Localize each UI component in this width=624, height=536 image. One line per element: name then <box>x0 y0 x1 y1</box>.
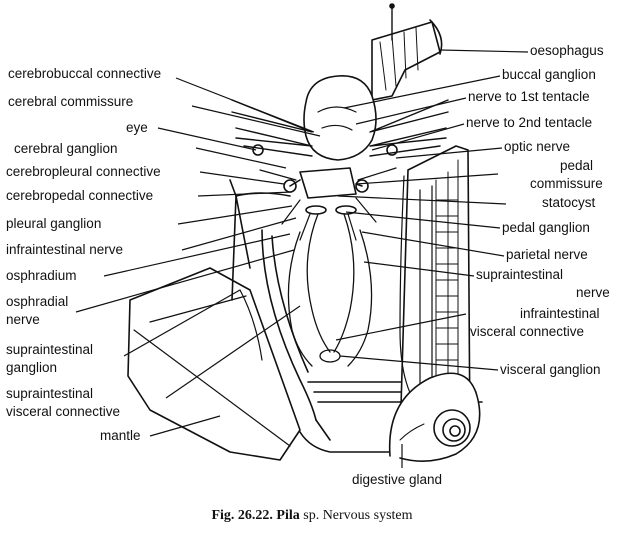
label-infraintestinal-nerve: infraintestinal nerve <box>6 242 123 257</box>
leader-lines <box>75 49 529 468</box>
label-mantle: mantle <box>100 428 141 443</box>
label-cerebropedal-connective: cerebropedal connective <box>6 188 153 203</box>
label-cerebropleural-connective: cerebropleural connective <box>6 164 161 179</box>
mantle-flap-drawing <box>127 267 301 461</box>
foot-outline-drawing <box>229 179 401 453</box>
label-cerebrobuccal-connective: cerebrobuccal connective <box>8 66 161 81</box>
digestive-gland-drawing <box>388 372 481 462</box>
caption-genus: Pila <box>276 508 300 523</box>
label-pleural-ganglion: pleural ganglion <box>6 216 101 231</box>
label-buccal-ganglion: buccal ganglion <box>502 67 596 82</box>
oesophagus-drawing <box>371 3 443 101</box>
label-supraintestinal-ganglion: ganglion <box>6 360 57 375</box>
label-eye: eye <box>126 120 148 135</box>
label-cerebral-commissure: cerebral commissure <box>8 94 133 109</box>
caption-description: sp. Nervous system <box>303 508 413 523</box>
label-pedal-ganglion: pedal ganglion <box>502 220 590 235</box>
visceral-nerves-drawing <box>287 213 373 367</box>
label-supraintestinal-2: supraintestinal <box>6 386 93 401</box>
label-parietal-nerve: parietal nerve <box>506 247 588 262</box>
caption-figure-number: Fig. 26.22. <box>211 508 273 523</box>
label-supraintestinal: supraintestinal <box>6 342 93 357</box>
label-osphradial: osphradial <box>6 294 68 309</box>
label-osphradium: osphradium <box>6 268 77 283</box>
figure-caption: Fig. 26.22. Pila sp. Nervous system <box>0 508 624 524</box>
label-supraintestinal-right: supraintestinal <box>476 267 563 282</box>
label-cerebral-ganglion: cerebral ganglion <box>14 141 118 156</box>
label-pedal-commissure: commissure <box>530 176 603 191</box>
label-visceral-connective-right: visceral connective <box>470 324 584 339</box>
label-visceral-ganglion: visceral ganglion <box>500 362 601 377</box>
label-statocyst: statocyst <box>542 195 596 210</box>
label-optic-nerve: optic nerve <box>504 139 570 154</box>
label-nerve-to-1st-tentacle: nerve to 1st tentacle <box>468 89 590 104</box>
right-labels: oesophagus buccal ganglion nerve to 1st … <box>466 43 610 377</box>
label-osphradial-nerve: nerve <box>6 312 40 327</box>
left-labels: cerebrobuccal connective cerebral commis… <box>6 66 161 443</box>
label-supraintestinal-nerve: nerve <box>576 285 610 300</box>
label-infraintestinal: infraintestinal <box>520 306 600 321</box>
label-nerve-to-2nd-tentacle: nerve to 2nd tentacle <box>466 115 592 130</box>
right-eye-drawing <box>386 144 398 156</box>
label-visceral-connective-left: visceral connective <box>6 404 120 419</box>
label-oesophagus: oesophagus <box>530 43 604 58</box>
left-eye-drawing <box>252 144 264 156</box>
label-pedal: pedal <box>560 158 593 173</box>
right-tentacles-drawing <box>369 99 449 157</box>
anatomy-drawing <box>127 3 483 462</box>
ganglia-cluster-drawing <box>259 167 397 241</box>
label-digestive-gland: digestive gland <box>352 472 442 487</box>
buccal-mass-drawing <box>303 75 377 161</box>
bottom-labels: digestive gland <box>352 472 442 487</box>
